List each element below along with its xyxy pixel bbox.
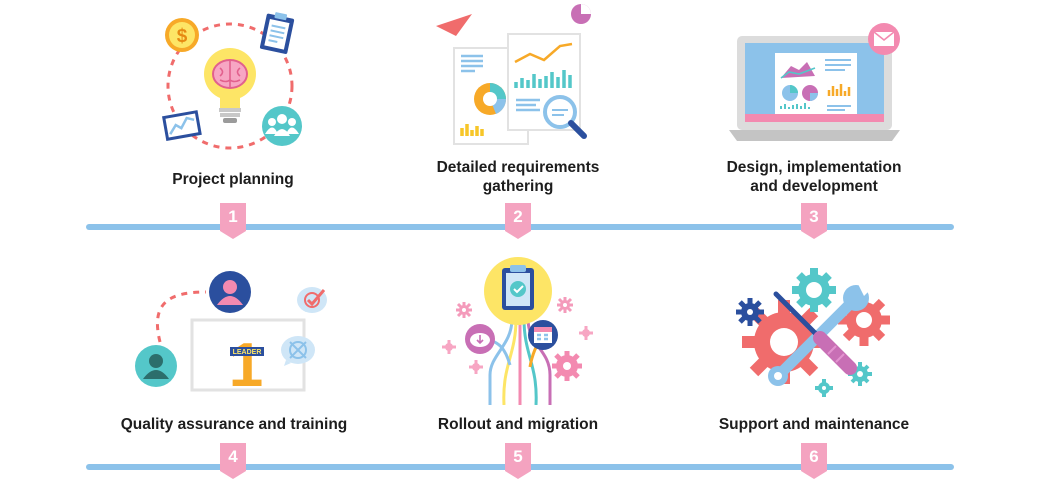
mail-icon	[868, 23, 900, 55]
lightbulb-brain-icon	[204, 48, 256, 123]
step-1-title: Project planning	[172, 171, 294, 188]
gear-icon	[792, 268, 836, 312]
avatar-icon	[209, 271, 251, 313]
clipboard-icon	[259, 12, 295, 54]
small-gear-icon	[736, 298, 764, 326]
target-bubble-icon	[281, 336, 315, 366]
small-gear-icon	[456, 302, 472, 318]
step-2-title: Detailed requirements gathering	[368, 158, 668, 196]
step-1-number: 1	[228, 207, 238, 226]
rollout-illustration	[442, 257, 593, 405]
small-gear-icon	[557, 297, 573, 313]
gear-icon	[742, 300, 826, 384]
small-gear-icon	[815, 379, 833, 397]
step-4-number: 4	[228, 447, 238, 466]
avatar-icon-secondary	[135, 345, 177, 387]
gear-icon	[838, 294, 890, 346]
leader-trophy-icon: 1 LEADER	[229, 331, 264, 397]
step-6-badge: 6	[801, 443, 827, 479]
magnifier-icon	[543, 95, 587, 139]
step-6-title: Support and maintenance	[718, 416, 910, 433]
step-3-badge: 3	[801, 203, 827, 239]
step-3-number: 3	[809, 207, 819, 226]
step-4-title: Quality assurance and training	[120, 416, 348, 433]
laptop-icon	[729, 36, 900, 141]
step-1-badge: 1	[220, 203, 246, 239]
cloud-download-icon	[465, 324, 495, 354]
small-gear-icon	[469, 360, 483, 374]
chart-card-icon	[162, 110, 202, 141]
team-icon	[262, 106, 302, 146]
step-3-title: Design, implementation and development	[664, 158, 964, 196]
first-place-number: 1	[229, 331, 263, 397]
small-gear-icon	[579, 326, 593, 340]
dollar-coin-icon: $	[165, 18, 199, 52]
leader-ribbon-text: LEADER	[233, 349, 262, 356]
step-6-number: 6	[809, 447, 819, 466]
gear-icon	[552, 351, 582, 381]
step-4-badge: 4	[220, 443, 246, 479]
paper-plane-icon	[436, 14, 472, 36]
design-illustration	[729, 23, 900, 141]
step-2-badge: 2	[505, 203, 531, 239]
step-5-number: 5	[513, 447, 523, 466]
step-5-title: Rollout and migration	[437, 416, 599, 433]
connector-dashes	[155, 290, 207, 343]
step-3-title-line2: and development	[750, 178, 878, 195]
orbit-ring	[166, 22, 294, 150]
calendar-icon	[528, 320, 558, 350]
requirements-illustration	[436, 4, 591, 145]
screwdriver-icon	[773, 291, 857, 375]
step-5-badge: 5	[505, 443, 531, 479]
checkmark-bubble-icon	[297, 287, 327, 313]
quality-assurance-illustration: 1 LEADER	[135, 271, 327, 397]
dollar-sign: $	[177, 26, 188, 47]
step-3-title-line1: Design, implementation	[726, 159, 902, 176]
step-2-title-line1: Detailed requirements	[436, 159, 600, 176]
pie-chart-icon	[571, 4, 591, 24]
project-planning-illustration: $	[162, 12, 302, 150]
step-2-title-line2: gathering	[482, 178, 554, 195]
step-2-number: 2	[513, 207, 523, 226]
support-illustration	[736, 268, 890, 397]
clipboard-check-icon	[484, 257, 552, 325]
small-gear-icon	[442, 340, 456, 354]
